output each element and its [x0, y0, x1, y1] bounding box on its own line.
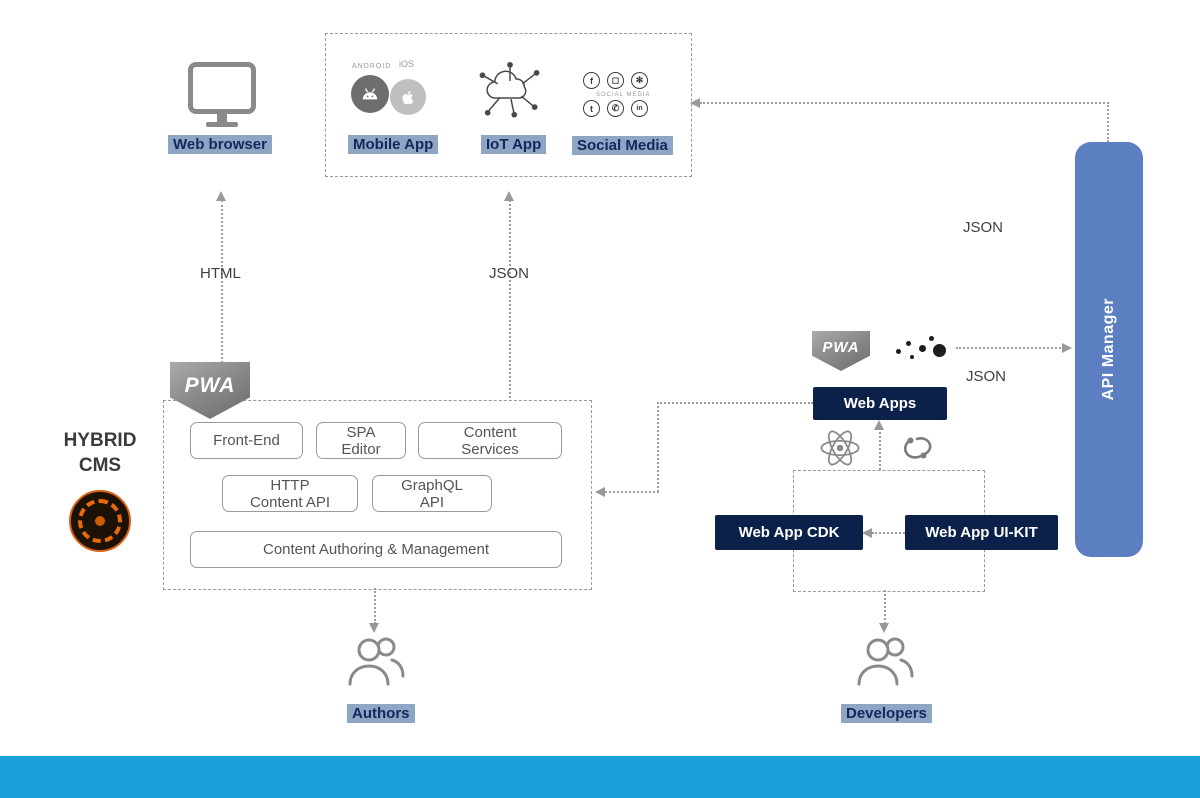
arrowhead-to-cms [595, 487, 605, 497]
ios-caption: iOS [399, 59, 415, 69]
json-flow-label-apps: JSON [489, 265, 530, 282]
snapchat-icon: ✻ [631, 72, 648, 89]
twitter-icon: t [583, 100, 600, 117]
react-icon [818, 426, 862, 475]
brand-line-2: CMS [78, 455, 122, 476]
connector-cms-to-browser [221, 200, 223, 363]
instagram-icon: ◻ [607, 72, 624, 89]
social-media-label: Social Media [572, 136, 673, 155]
module-content-services: Content Services [418, 422, 562, 459]
arrowhead-to-cdk [862, 528, 872, 538]
arrowhead-to-developers [879, 623, 889, 633]
bottom-accent-bar [0, 756, 1200, 798]
whatsapp-icon: ✆ [607, 100, 624, 117]
cms-logo-icon [69, 490, 131, 552]
web-browser-label: Web browser [168, 135, 272, 154]
connector-cms-to-authors [374, 588, 376, 624]
mobile-app-label: Mobile App [348, 135, 439, 154]
iot-cloud-icon [472, 58, 548, 126]
connector-uikit-to-cdk [872, 532, 905, 534]
json-flow-label-api-top: JSON [963, 219, 1004, 236]
connector-webapps-to-api [956, 347, 1064, 349]
pwa-logo-webapps: PWA [812, 331, 870, 371]
module-graphql-api: GraphQL API [372, 475, 492, 512]
connector-devbox-to-developers [884, 590, 886, 624]
authors-label: Authors [347, 704, 415, 723]
arrowhead-to-browser [216, 191, 226, 201]
module-front-end: Front-End [190, 422, 303, 459]
connector-api-to-channels-v [1107, 102, 1109, 142]
developers-label: Developers [841, 704, 932, 723]
iot-app-label: IoT App [481, 135, 547, 154]
web-app-cdk-badge: Web App CDK [715, 515, 863, 550]
social-media-caption: SOCIAL MEDIA [596, 92, 651, 98]
module-content-authoring: Content Authoring & Management [190, 531, 562, 568]
arrowhead-to-authors [369, 623, 379, 633]
web-app-uikit-badge: Web App UI-KIT [905, 515, 1058, 550]
arrowhead-to-apps [504, 191, 514, 201]
brand-line-1: HYBRID [63, 430, 137, 451]
module-http-content-api: HTTP Content API [222, 475, 358, 512]
apple-icon [390, 79, 426, 115]
web-browser-icon [188, 62, 256, 127]
html-flow-label: HTML [200, 265, 241, 282]
cms-box [163, 400, 592, 590]
android-icon [351, 75, 389, 113]
hybrid-cms-title: HYBRID CMS [48, 428, 152, 478]
connector-webapps-to-cms-h2 [605, 491, 659, 493]
dots-framework-icon [896, 332, 950, 366]
social-icons-row2: t ✆ in [583, 100, 648, 117]
arrowhead-to-api [1062, 343, 1072, 353]
arrowhead-to-channels [690, 98, 700, 108]
api-manager-label: API Manager [1100, 298, 1117, 401]
social-icons-row1: f ◻ ✻ [583, 72, 648, 89]
authors-icon [342, 632, 408, 697]
json-flow-label-api-mid: JSON [966, 368, 1007, 385]
connector-webapps-to-cms-v [657, 402, 659, 492]
module-spa-editor: SPA Editor [316, 422, 406, 459]
connector-webapps-to-cms-h1 [657, 402, 813, 404]
redux-icon [899, 430, 937, 471]
developers-icon [851, 632, 917, 697]
connector-cms-to-apps [509, 200, 511, 398]
android-caption: ANDROID [352, 63, 392, 70]
web-apps-badge: Web Apps [813, 387, 947, 420]
linkedin-icon: in [631, 100, 648, 117]
connector-api-to-channels-h [700, 102, 1109, 104]
api-manager-bar: API Manager [1075, 142, 1143, 557]
connector-devbox-to-webapps [879, 428, 881, 470]
facebook-icon: f [583, 72, 600, 89]
arrowhead-to-webapps [874, 420, 884, 430]
